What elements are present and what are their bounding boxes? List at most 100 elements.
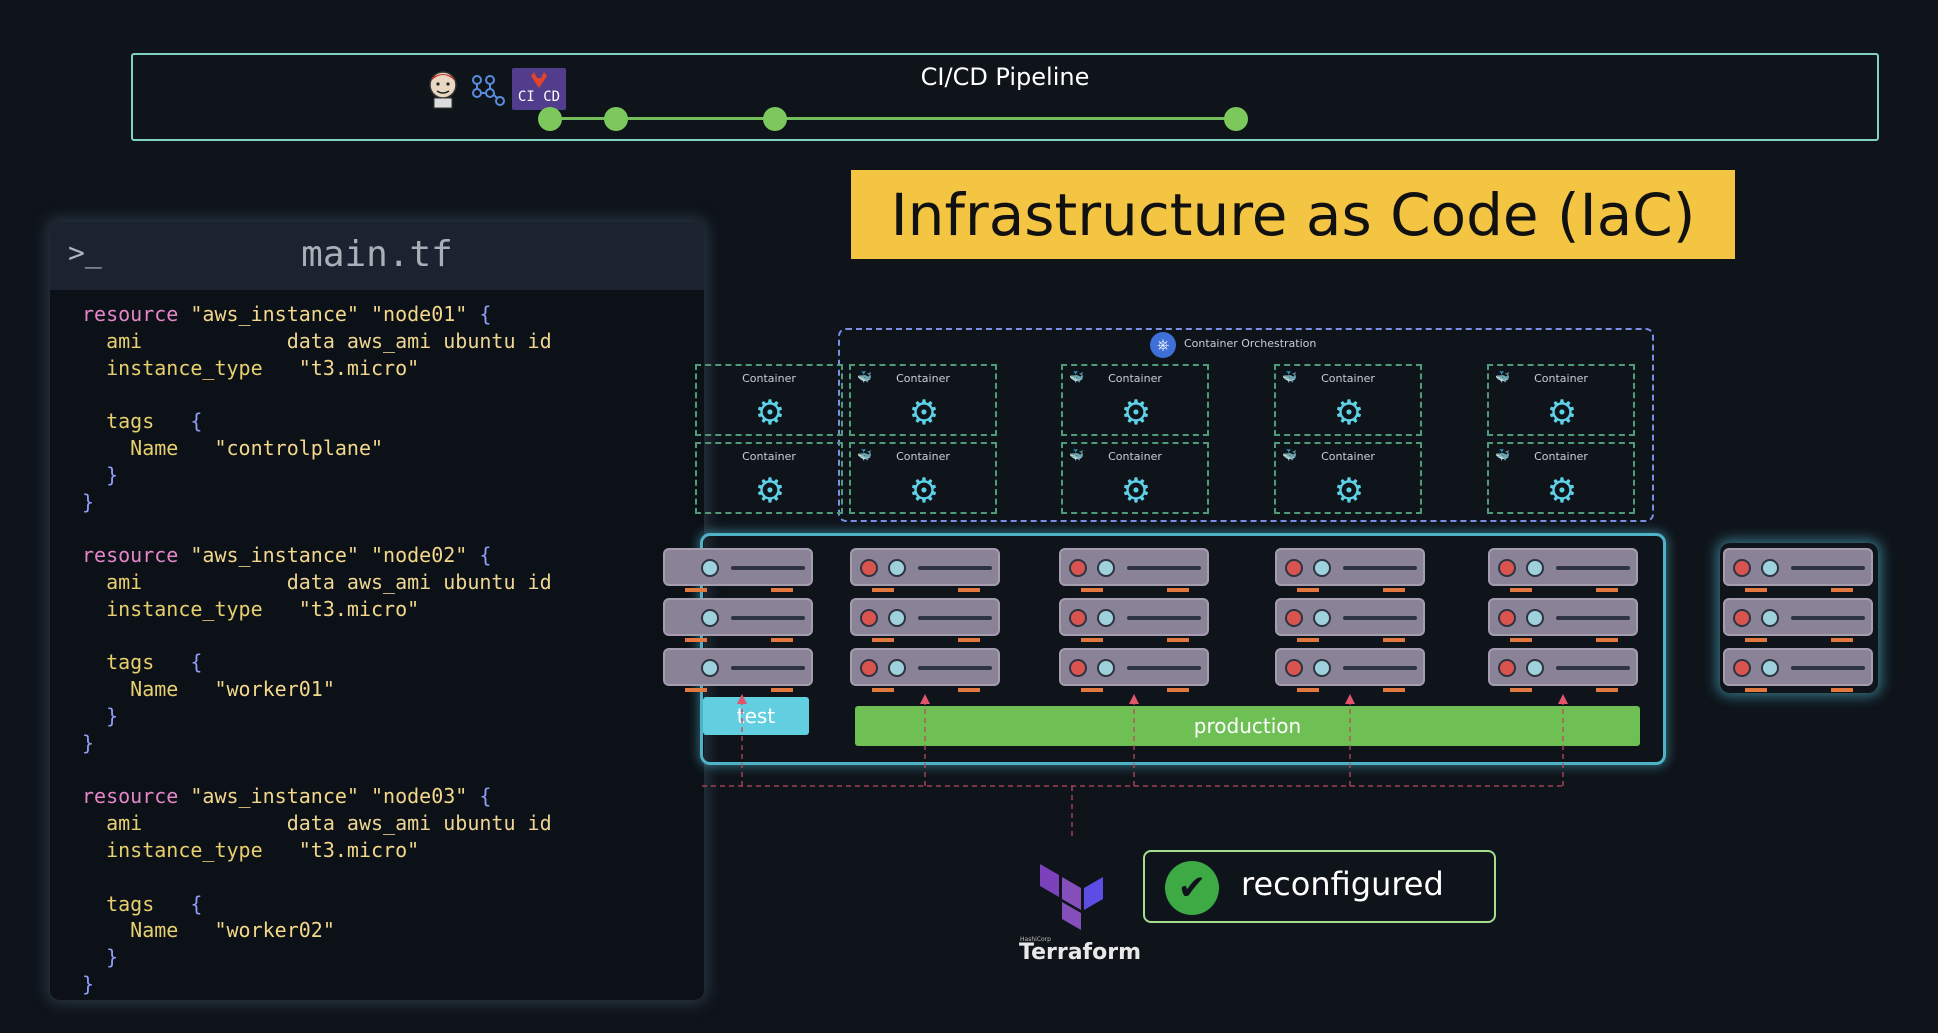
server-node [663,648,813,692]
server-part [1510,688,1532,692]
terraform-logo-icon [1040,864,1103,930]
pipeline-title: CI/CD Pipeline [920,63,1090,91]
server-part [771,588,793,592]
instance-type-value: "t3.micro" [298,355,420,380]
code-line [82,623,552,650]
server-node [663,598,813,642]
code-line [82,864,552,891]
gear-icon: ⚙ [754,393,786,433]
container-box: Container ⚙ [695,442,843,514]
code-line: Name "controlplane" [82,435,552,462]
docker-icon: 🐳 [857,370,872,384]
filename: main.tf [301,234,453,275]
container-box: 🐳Container⚙ [1487,442,1635,514]
server-part [1167,588,1189,592]
tag-name-value: "worker01" [214,677,335,702]
tag-name-key: Name [130,677,179,702]
server-part [1791,566,1865,570]
terminal-icon: >_ [68,236,102,269]
server-part [1297,588,1319,592]
server-part [1343,666,1417,670]
server-led [1069,559,1087,577]
container-box: Container⚙ [695,364,843,436]
test-environment: test [703,697,809,735]
server-led [1526,559,1544,577]
server-led [1285,609,1303,627]
server-part [1297,638,1319,642]
server-part [1791,666,1865,670]
tags-key: tags [106,650,155,675]
code-line: } [82,489,95,514]
gear-icon: ⚙ [1120,471,1152,511]
container-label: Container [1534,450,1588,463]
code-line: } [106,703,119,728]
container-label: Container [1108,450,1162,463]
server-part [1167,638,1189,642]
gear-icon: ⚙ [754,471,786,511]
container-label: Container [896,450,950,463]
ami-key: ami [106,328,143,353]
server-led [701,609,719,627]
ami-key: ami [106,569,143,594]
instance-type-key: instance_type [106,355,263,380]
resource-keyword: resource [82,302,179,326]
server-part [1831,638,1853,642]
container-label: Container [1534,372,1588,385]
pipeline-stage[interactable] [763,107,787,131]
code-panel: >_ main.tf resource "aws_instance" "node… [50,222,704,1000]
workflow-icon [470,73,506,107]
server-part [1596,588,1618,592]
gitlab-ci-icon: CI CD [512,68,566,110]
tag-name-key: Name [130,435,179,460]
container-label: Container [742,450,796,463]
server-node [1723,598,1873,642]
gear-icon: ⚙ [908,471,940,511]
ami-value: data aws_ami ubuntu id [286,328,552,353]
container-box: 🐳Container⚙ [1274,442,1422,514]
server-led [1761,559,1779,577]
server-led [1761,609,1779,627]
server-node [1059,548,1209,592]
pipeline-stage[interactable] [1224,107,1248,131]
server-part [1127,666,1201,670]
server-part [1556,666,1630,670]
docker-icon: 🐳 [1282,370,1297,384]
check-icon: ✔ [1165,861,1219,915]
resource-type: "aws_instance" [190,543,359,568]
hashicorp-label: HashiCorp [1020,936,1051,943]
server-part [1596,688,1618,692]
server-part [1556,566,1630,570]
server-part [1596,638,1618,642]
code-line [82,515,552,542]
ci-cd-badge: CI CD [517,89,561,105]
server-led [1285,559,1303,577]
pipeline-stage[interactable] [604,107,628,131]
docker-icon: 🐳 [1069,370,1084,384]
server-node [1275,598,1425,642]
server-led [701,659,719,677]
container-box: 🐳Container⚙ [849,364,997,436]
pipeline-stage[interactable] [538,107,562,131]
resource-type: "aws_instance" [190,302,359,326]
server-part [1081,688,1103,692]
server-node [1488,598,1638,642]
server-part [918,666,992,670]
code-line: instance_type "t3.micro" [82,837,552,864]
server-part [1745,688,1767,692]
code-body: resource "aws_instance" "node01" { ami d… [82,301,552,998]
server-led [1097,659,1115,677]
server-part [1745,638,1767,642]
server-led [860,659,878,677]
container-label: Container [1321,372,1375,385]
server-led [1313,559,1331,577]
server-led [888,559,906,577]
container-box: 🐳Container⚙ [1487,364,1635,436]
server-node [850,648,1000,692]
iac-banner: Infrastructure as Code (IaC) [851,170,1735,259]
server-part [1383,638,1405,642]
container-orchestration [838,328,1654,522]
server-node [663,548,813,592]
server-part [685,638,707,642]
production-environment: production [855,706,1640,746]
code-line: ami data aws_ami ubuntu id [82,569,552,596]
